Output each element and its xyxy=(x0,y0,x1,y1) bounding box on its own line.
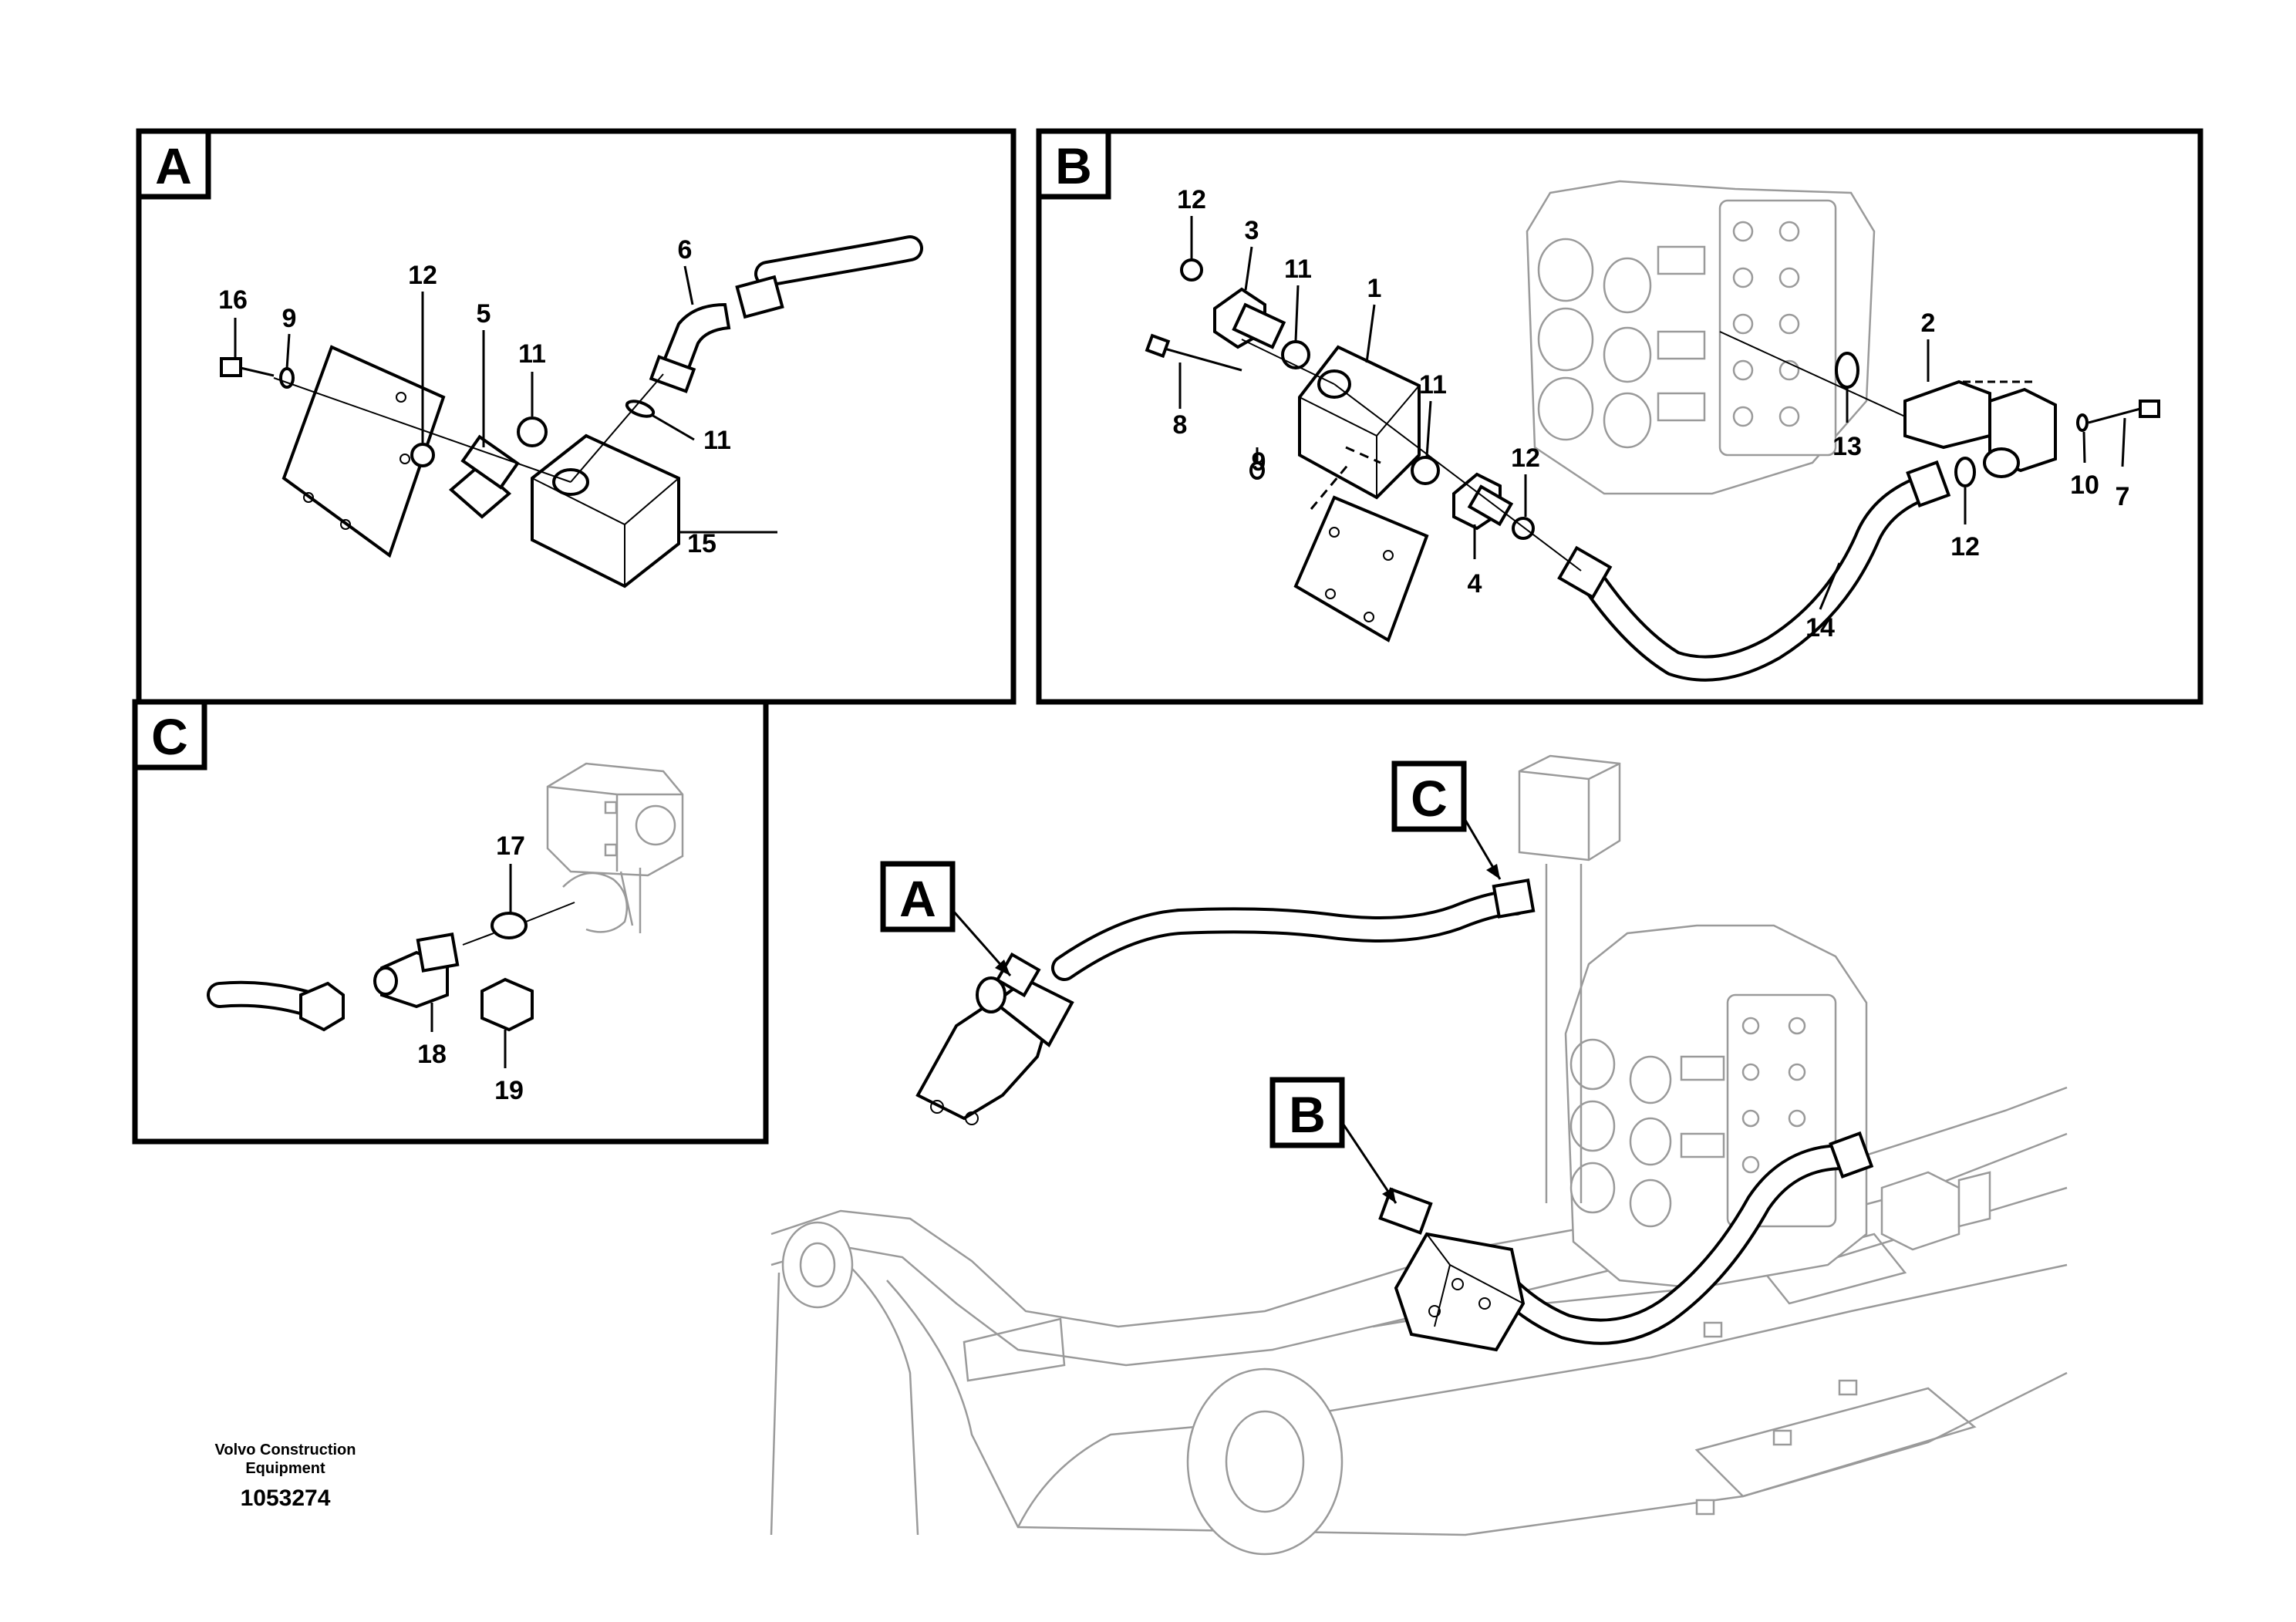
panel-a-tag: A xyxy=(155,137,192,194)
label-10: 10 xyxy=(2070,470,2099,500)
label-14: 14 xyxy=(1805,613,1835,642)
label-6: 6 xyxy=(678,235,693,265)
panel-c: C 17 18 19 xyxy=(132,699,769,1145)
label-4: 4 xyxy=(1468,569,1482,599)
label-13: 13 xyxy=(1832,432,1862,461)
manufacturer-line-2: Equipment xyxy=(245,1460,325,1477)
drawing-number: 1053274 xyxy=(240,1485,331,1511)
label-18: 18 xyxy=(417,1040,447,1069)
label-2: 2 xyxy=(1921,309,1936,338)
label-12: 12 xyxy=(1950,532,1980,561)
label-3: 3 xyxy=(1245,216,1259,245)
footer: Volvo Construction Equipment 1053274 xyxy=(177,1441,393,1512)
control-valve xyxy=(1526,180,1876,495)
overview-tag-a: A xyxy=(899,870,936,927)
label-8: 8 xyxy=(1173,410,1188,440)
label-12: 12 xyxy=(1511,443,1540,473)
panel-b-tag: B xyxy=(1055,137,1092,194)
label-16: 16 xyxy=(218,285,248,315)
overview-tag-c: C xyxy=(1411,770,1448,827)
label-15: 15 xyxy=(687,529,716,558)
label-5: 5 xyxy=(477,299,491,329)
label-1: 1 xyxy=(1367,274,1382,303)
manufacturer-line-1: Volvo Construction xyxy=(214,1442,356,1458)
label-9: 9 xyxy=(282,304,297,333)
label-11: 11 xyxy=(1284,255,1312,284)
machine-overview: A B C xyxy=(770,754,2068,1556)
panel-c-tag: C xyxy=(151,708,188,765)
label-17: 17 xyxy=(496,831,525,861)
label-11: 11 xyxy=(518,339,546,369)
label-12: 12 xyxy=(1177,185,1206,214)
label-19: 19 xyxy=(494,1076,524,1105)
panel-a: A xyxy=(136,128,1017,705)
label-9: 9 xyxy=(1252,447,1266,477)
label-11: 11 xyxy=(1419,370,1447,400)
panel-b: B xyxy=(1036,128,2203,705)
overview-tag-b: B xyxy=(1289,1086,1326,1143)
label-7: 7 xyxy=(2116,482,2130,511)
manufacturer-name: Volvo Construction Equipment xyxy=(177,1441,393,1478)
label-11: 11 xyxy=(703,426,731,455)
label-12: 12 xyxy=(408,261,437,290)
